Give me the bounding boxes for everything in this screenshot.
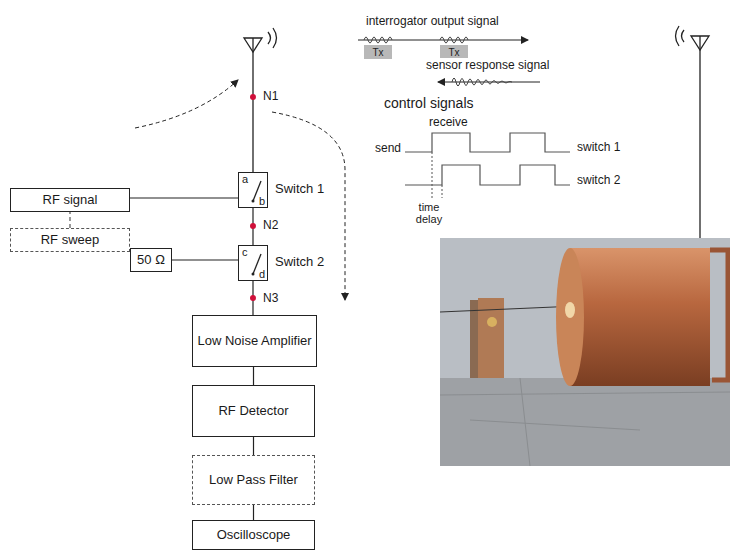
termination-box: 50 Ω [130,248,172,272]
delay-marker [432,152,433,198]
amplifier-box: Low Noise Amplifier [192,315,317,367]
wire-connector [253,437,254,455]
node-dot [250,223,256,229]
rf-burst [364,37,392,43]
wire-connector [130,197,238,198]
tx-box: Tx [440,45,468,59]
signal-label: switch 1 [576,140,621,154]
signal-label: control signals [383,95,475,111]
switch-label: Switch 2 [275,254,324,269]
box-text: RF Detector [218,403,288,419]
box-text: RF sweep [41,232,100,248]
tx-box: Tx [364,45,392,59]
detector-box: RF Detector [192,385,315,437]
wire-connector [253,505,254,520]
terminal-letter: a [242,173,248,185]
signal-label: send [374,141,402,155]
signal-label: switch 2 [576,173,621,187]
switch1-waveform [405,133,570,152]
signal-label: interrogator output signal [365,14,500,28]
box-text: Low Noise Amplifier [197,333,311,349]
node-name: N3 [262,291,279,305]
wire-connector [253,367,254,385]
signal-label: receive [428,115,469,129]
sweep-box: RF sweep [10,228,130,252]
filter-box: Low Pass Filter [192,455,315,505]
terminal-letter: c [242,246,248,258]
signal-arrow [438,82,540,83]
delay-marker [442,185,443,198]
switch-pivot [252,273,255,276]
box-text: Tx [372,47,383,58]
oscilloscope-box: Oscilloscope [192,520,315,550]
box-text: Oscilloscope [217,527,291,543]
switch2-waveform [405,165,570,185]
box-text: 50 Ω [137,252,165,268]
signal-label: sensor response signal [425,58,550,72]
flow-arrow [272,112,345,300]
source-box: RF signal [10,188,130,212]
sensor-photo [440,238,730,466]
switch-box: cdSwitch 2 [238,245,268,281]
box-text: RF signal [43,192,98,208]
terminal-letter: d [259,268,265,280]
rf-response [452,78,512,86]
signal-label: time delay [410,201,448,225]
node-name: N2 [262,218,279,232]
switch-pivot [252,200,255,203]
antenna-symbol [676,26,710,238]
node-name: N1 [262,89,279,103]
terminal-letter: b [259,195,265,207]
node-dot [250,94,256,100]
box-text: Low Pass Filter [209,472,298,488]
rf-burst [440,37,468,43]
box-text: Tx [448,47,459,58]
node-dot [250,295,256,301]
wire-connector [69,212,70,228]
wire-connector [172,259,238,260]
switch-label: Switch 1 [275,181,324,196]
switch-box: abSwitch 1 [238,172,268,208]
flow-arrow [135,80,238,128]
